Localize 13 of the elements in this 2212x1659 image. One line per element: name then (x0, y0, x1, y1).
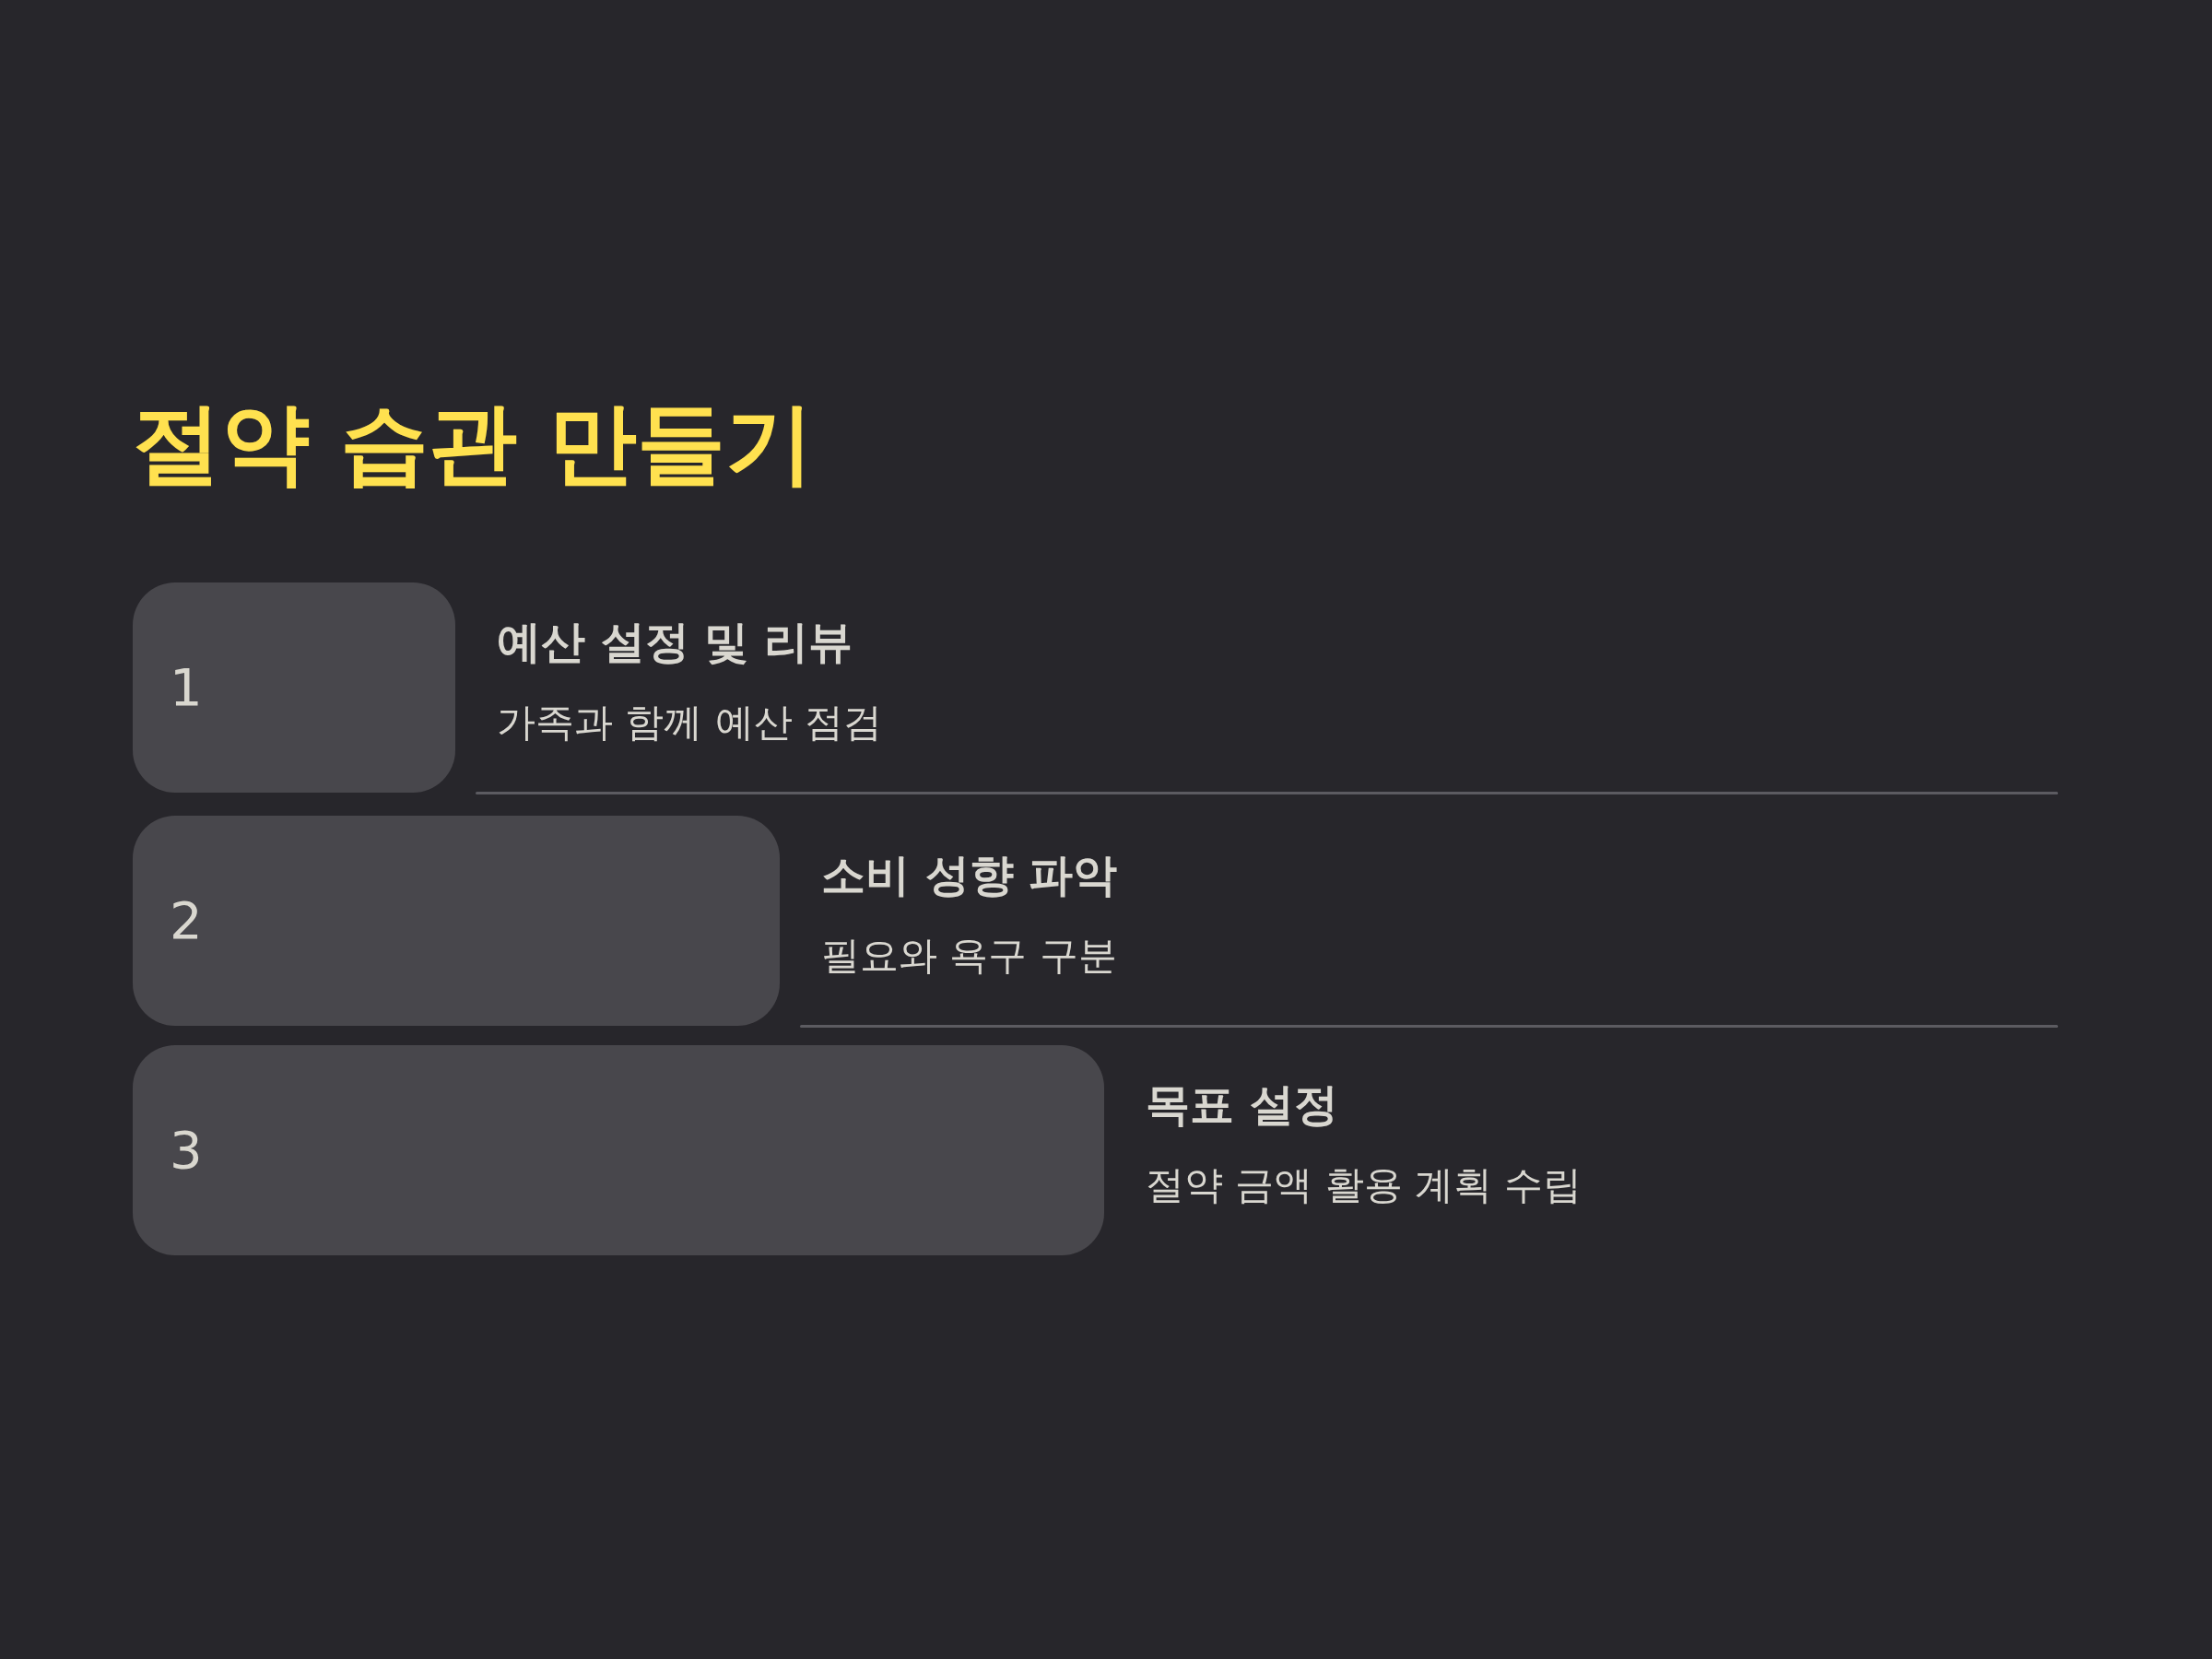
step-card (133, 816, 780, 1026)
step-description: 절약 금액 활용 계획 수립 (1146, 1162, 1583, 1209)
title: 절약 습관 만들기 (133, 391, 814, 497)
step-number: 1 (170, 656, 203, 719)
step-heading: 소비 성향 파악 (821, 849, 1118, 902)
step-heading: 예산 설정 및 리뷰 (497, 616, 853, 669)
step-heading: 목표 설정 (1146, 1078, 1338, 1132)
step-card (133, 582, 455, 793)
step-description: 가족과 함께 예산 점검 (497, 700, 883, 747)
step-card (133, 1045, 1104, 1255)
step-number: 2 (170, 889, 203, 952)
step-number: 3 (170, 1119, 203, 1182)
step-description: 필요와 욕구 구분 (821, 933, 1117, 980)
